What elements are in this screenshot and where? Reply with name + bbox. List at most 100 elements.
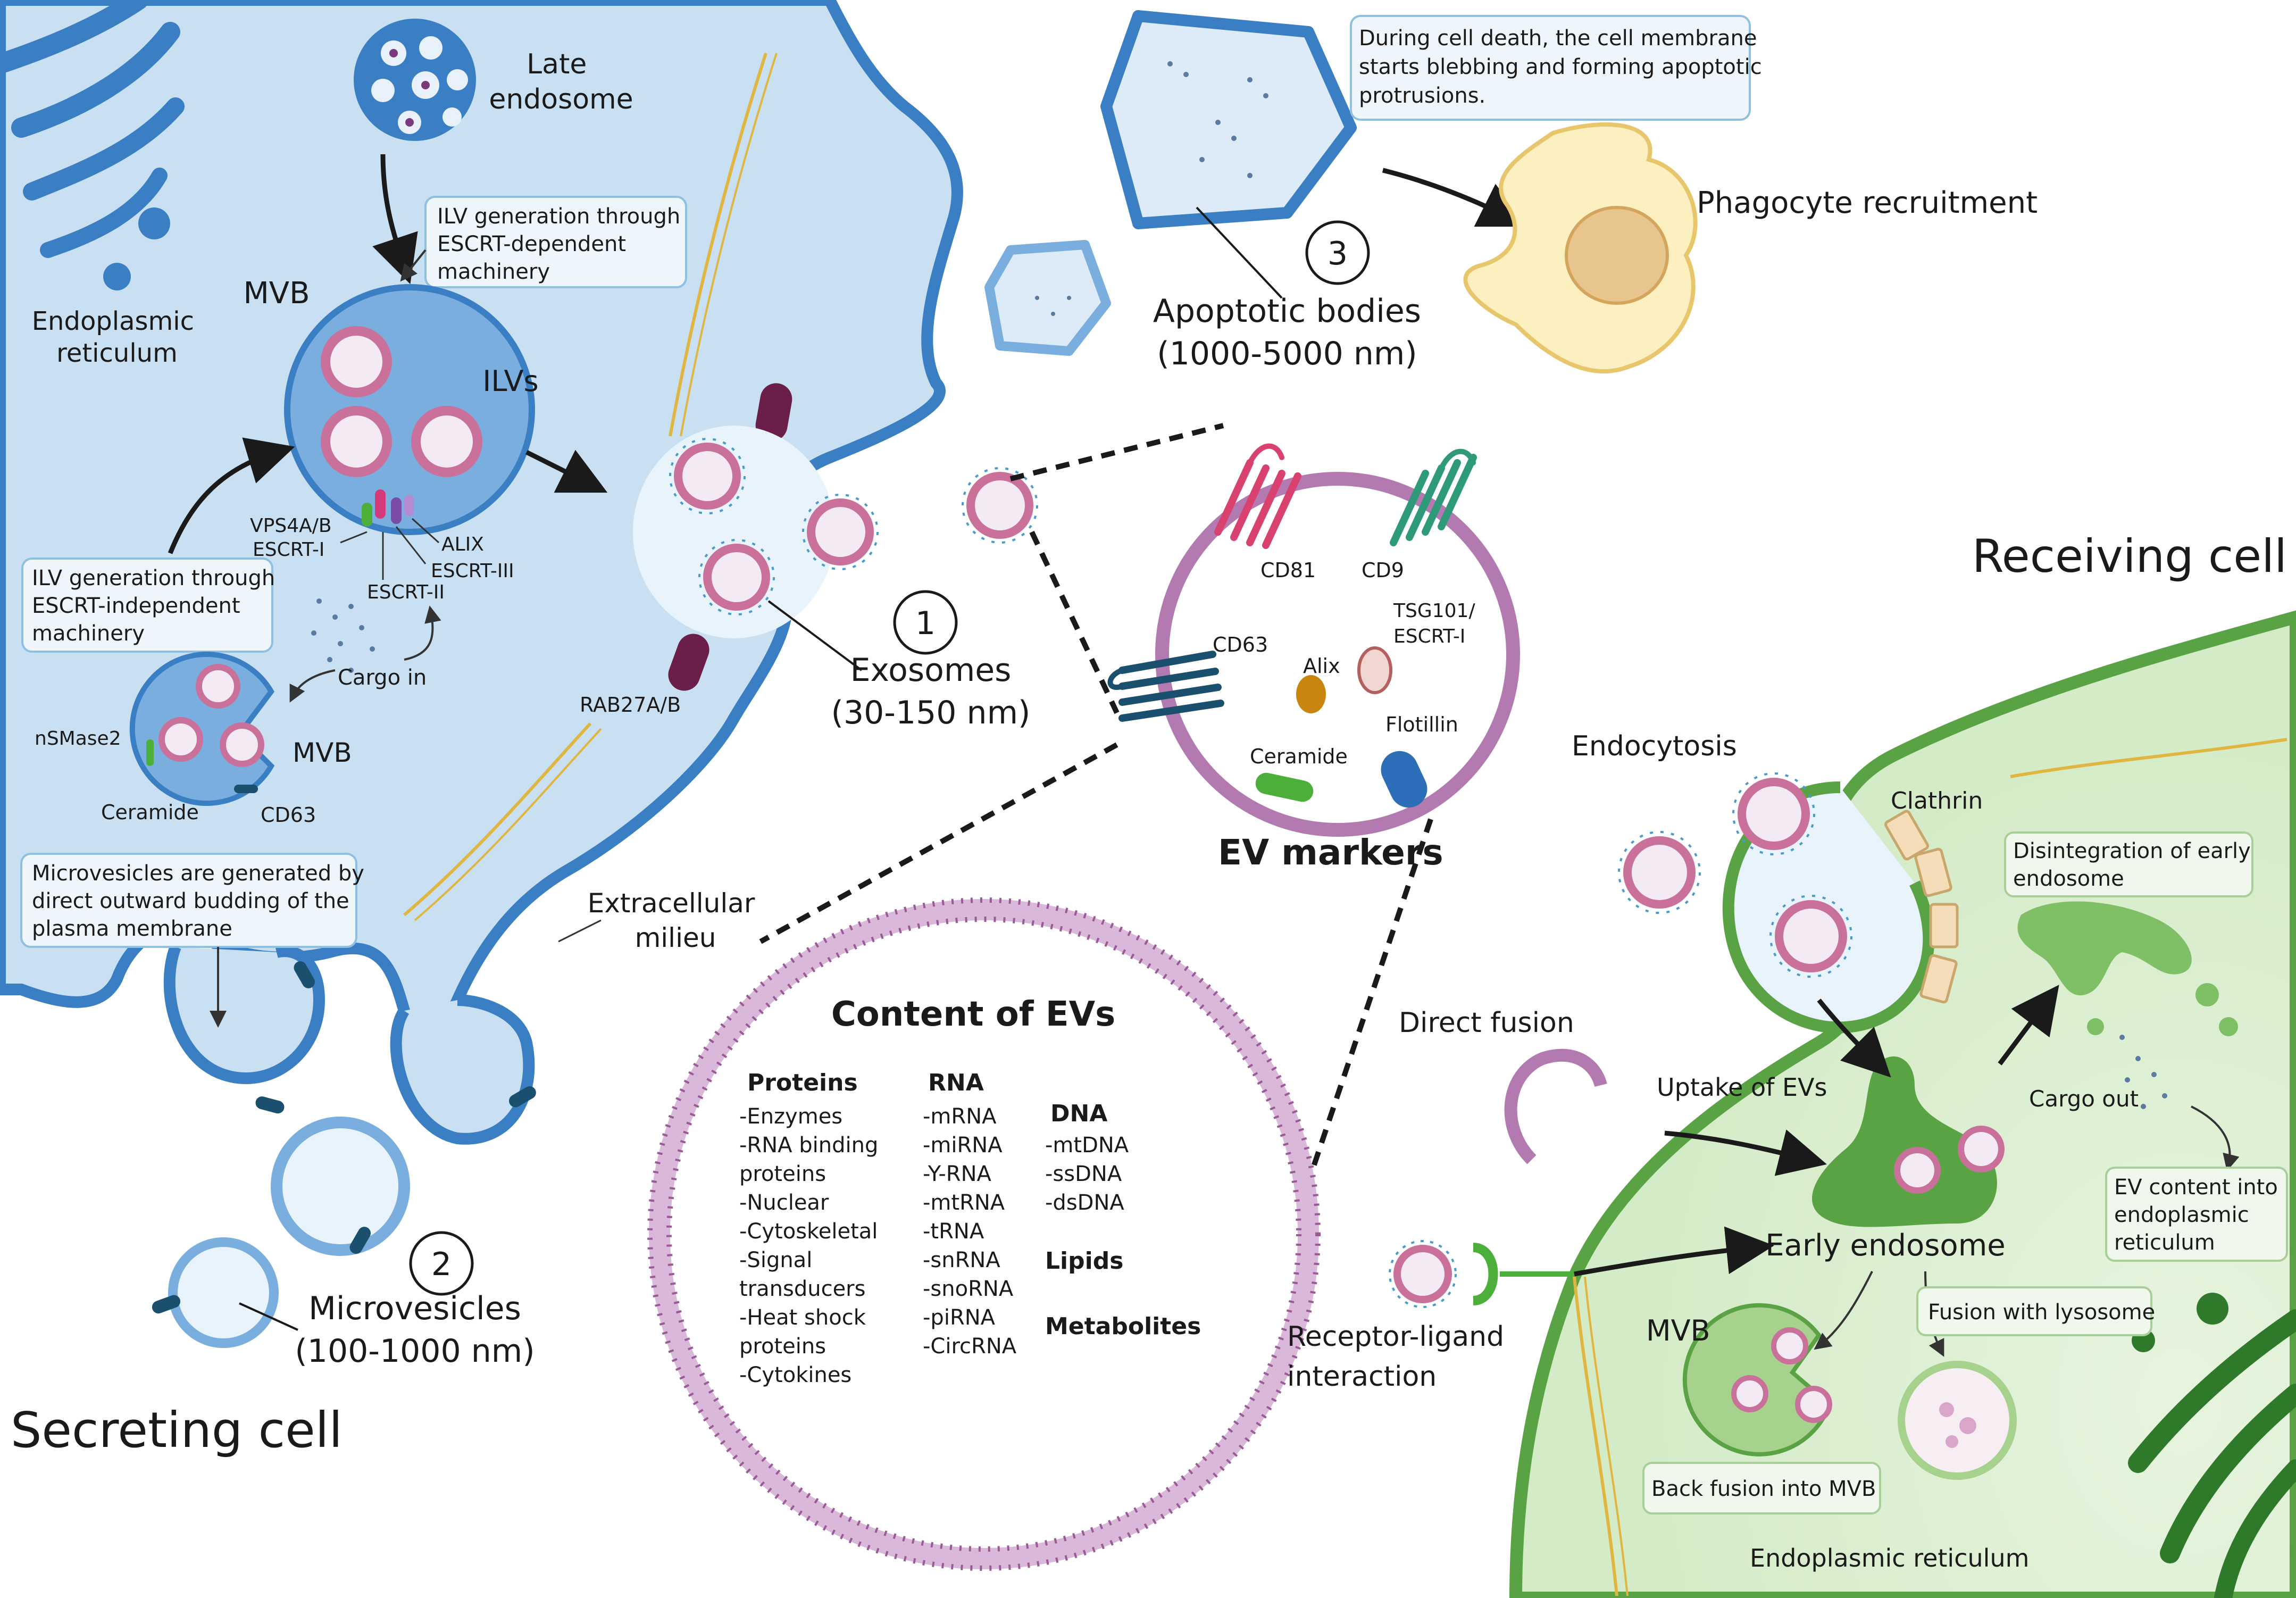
ilv (158, 717, 203, 762)
cd9-protein (1390, 448, 1477, 546)
disintegration-note: Disintegration of early endosome (2013, 839, 2258, 891)
ceramide-label: Ceramide (101, 801, 199, 824)
arrow-indep-to-mvb (168, 437, 295, 554)
apoptosis-note: During cell death, the cell membrane sta… (1359, 26, 1768, 108)
nsmase2-label: nSMase2 (35, 728, 121, 750)
exosomes-name: Exosomes (850, 652, 1012, 689)
rab27-protein (668, 634, 709, 691)
dna-list: -mtDNA -ssDNA -dsDNA (1045, 1133, 1136, 1215)
microvesicles-name: Microvesicles (308, 1290, 521, 1327)
cd9-label: CD9 (1362, 559, 1404, 582)
disintegrating-endosome (2017, 901, 2238, 1036)
phagocyte-label: Phagocyte recruitment (1697, 186, 2038, 220)
disintegration-note-box (2004, 831, 2253, 897)
receptor-ligand-label: Receptor-ligand interaction (1287, 1321, 1513, 1393)
alix-label: ALIX (441, 534, 484, 555)
proteins-list: -Enzymes -RNA binding proteins -Nuclear … (739, 1104, 885, 1387)
er-receiving (2128, 1293, 2296, 1598)
flotillin-label: Flotillin (1385, 713, 1458, 736)
phagocyte (1463, 122, 1698, 374)
ilv (220, 722, 264, 767)
microvesicle-note: Microvesicles are generated by direct ou… (32, 861, 371, 941)
ilv (411, 406, 482, 477)
ev (1389, 1240, 1457, 1308)
ilvs-label: ILVs (482, 364, 538, 398)
escrt-ii-label: ESCRT-II (367, 581, 445, 603)
ev (1894, 1147, 1941, 1194)
dna-header: DNA (1050, 1100, 1107, 1127)
cargo-out-dots (2119, 1035, 2167, 1109)
ev (1769, 895, 1852, 978)
early-endosome (1812, 1056, 1997, 1227)
alix-protein (1296, 675, 1326, 713)
secreting-cell-title: Secreting cell (11, 1402, 343, 1459)
cargo-out-label: Cargo out (2029, 1086, 2139, 1112)
escrt-i-label: ESCRT-I (253, 539, 324, 561)
rab27-protein (755, 383, 792, 442)
arrow-late-to-mvb (372, 154, 418, 285)
lysosome-note: Fusion with lysosome (1928, 1300, 2155, 1325)
uptake-label: Uptake of EVs (1657, 1073, 1827, 1102)
number-badge-2 (409, 1231, 474, 1296)
endocytosis-label: Endocytosis (1572, 730, 1737, 762)
cd63-label: CD63 (261, 803, 316, 827)
cd63-marker-label: CD63 (1213, 633, 1268, 656)
secreting-cell: Late endosome Endoplasmic reticulum ILV … (0, 0, 963, 1459)
receptor (1472, 1243, 1498, 1305)
cd81-protein (1214, 443, 1301, 549)
back-fusion-note: Back fusion into MVB (1651, 1477, 1876, 1501)
receiving-cell-title: Receiving cell (1972, 530, 2287, 583)
escrt-dependent-note-box (424, 196, 687, 288)
direct-fusion-label: Direct fusion (1399, 1007, 1574, 1039)
escrt-dependent-note: ILV generation through ESCRT-dependent m… (437, 204, 687, 284)
apoptosis-note-box (1350, 15, 1751, 121)
arrow-uptake (1664, 1129, 1827, 1176)
ev (1618, 831, 1701, 914)
microvesicles-size: (100-1000 nm) (295, 1333, 535, 1370)
lysosome-note-box (1916, 1286, 2152, 1336)
exosomes-size: (30-150 nm) (831, 694, 1031, 731)
mvb-main (284, 284, 535, 535)
er-receiving-label: Endoplasmic reticulum (1750, 1544, 2029, 1572)
content-of-evs (647, 897, 1321, 1571)
exosome (669, 438, 746, 514)
mvb-receiving (1682, 1303, 1832, 1456)
mvb2-label: MVB (293, 737, 352, 768)
ilv (196, 664, 240, 709)
ceramide-lipid (1255, 772, 1314, 802)
cargo-in-label: Cargo in (338, 665, 427, 690)
ev (1958, 1126, 2005, 1172)
cd63-protein (1107, 651, 1224, 722)
alix-marker-label: Alix (1303, 654, 1340, 678)
endoplasmic-reticulum (0, 0, 185, 290)
tsg101-protein (1357, 646, 1392, 694)
ev-markers-title: EV markers (1218, 832, 1443, 873)
flotillin-protein (1381, 751, 1427, 808)
rna-list: -mRNA -miRNA -Y-RNA -mtRNA -tRNA -snRNA … (923, 1104, 1020, 1359)
ilv (1731, 1375, 1768, 1412)
budding-pocket-left (163, 945, 325, 1084)
arrow-apoptotic-to-phagocyte (1382, 168, 1528, 227)
number-2: 2 (431, 1246, 452, 1283)
clathrin-label: Clathrin (1891, 787, 1983, 814)
late-endosome (354, 19, 476, 141)
back-fusion-note-box (1642, 1462, 1881, 1514)
exosome (962, 467, 1038, 544)
tsg101-label: TSG101/ ESCRT-I (1393, 600, 1481, 647)
number-3: 3 (1327, 235, 1348, 272)
proteins-header: Proteins (747, 1069, 858, 1096)
mvb-small (129, 652, 275, 806)
early-endosome-label: Early endosome (1765, 1228, 2005, 1263)
ilv (1771, 1327, 1808, 1364)
ev-content-note: EV content into endoplasmic reticulum (2114, 1175, 2285, 1255)
arrow-endocytosis-to-endosome (1817, 998, 1891, 1078)
metabolites-label: Metabolites (1045, 1313, 1201, 1340)
mvb-label: MVB (243, 276, 310, 311)
exosome (698, 539, 775, 615)
content-title: Content of EVs (831, 995, 1115, 1034)
vps4-label: VPS4A/B (250, 515, 332, 537)
escrt-independent-note: ILV generation through ESCRT-independent… (32, 566, 282, 646)
budding-pocket-right (390, 994, 535, 1145)
ilv (1795, 1386, 1832, 1423)
